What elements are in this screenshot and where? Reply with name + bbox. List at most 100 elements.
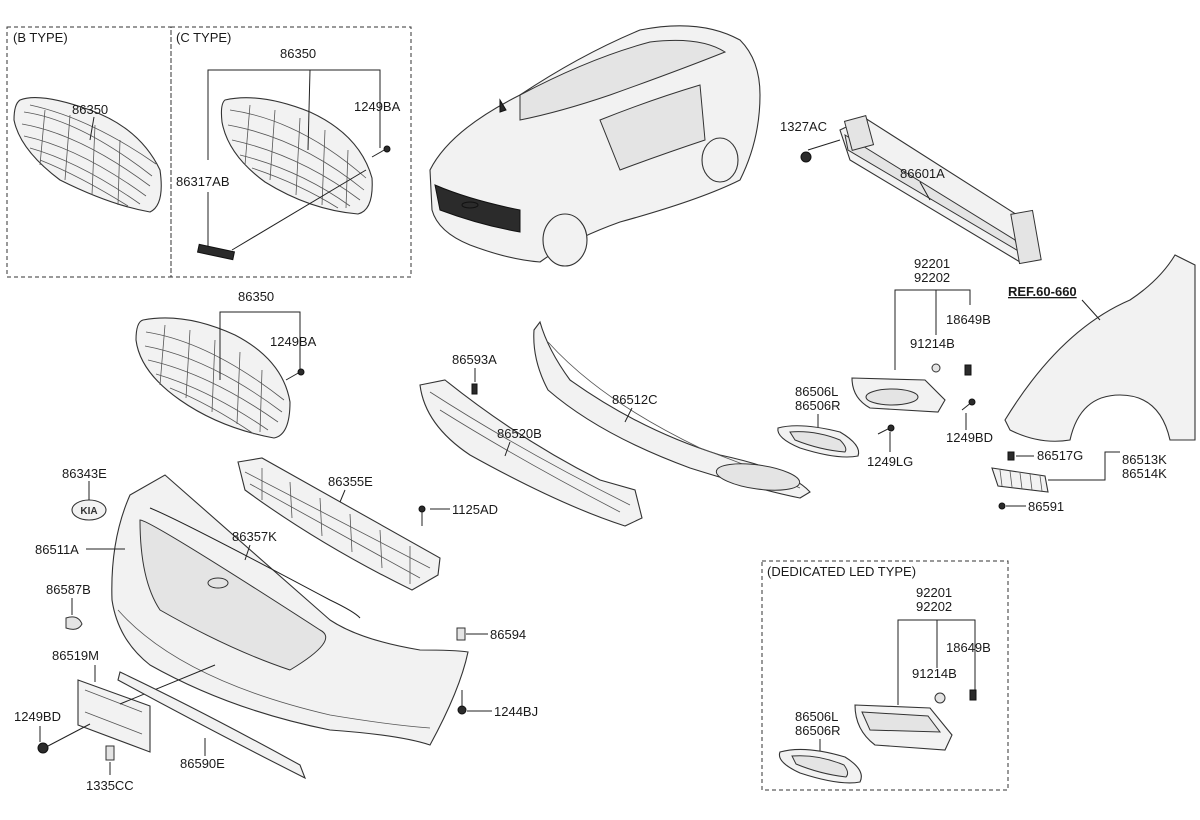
- led-type-title: (DEDICATED LED TYPE): [767, 564, 916, 579]
- socket-18649b-icon: [964, 364, 972, 376]
- label-86519m: 86519M: [52, 648, 99, 663]
- label-86357k: 86357K: [232, 529, 277, 544]
- front-bumper-86511a: [111, 474, 469, 746]
- emblem-86317ab-icon: [196, 243, 236, 261]
- c-type-box: (C TYPE): [170, 26, 412, 278]
- label-86350-b: 86350: [72, 102, 108, 117]
- label-86591: 86591: [1028, 499, 1064, 514]
- label-led-91214b: 91214B: [912, 666, 957, 681]
- label-1244bj: 1244BJ: [494, 704, 538, 719]
- leader-86601a: [919, 181, 931, 201]
- label-86590e: 86590E: [180, 756, 225, 771]
- bumper-cover-86355e: [237, 457, 441, 591]
- clip-86517g-icon: [1007, 451, 1015, 461]
- kia-logo-text: KIA: [80, 506, 97, 517]
- label-18649b: 18649B: [946, 312, 991, 327]
- led-type-box: (DEDICATED LED TYPE): [761, 560, 1009, 791]
- screw-1249lg-icon: [877, 424, 895, 435]
- label-1249lg: 1249LG: [867, 454, 913, 469]
- label-led-92201: 92201: [916, 585, 952, 600]
- label-86593a: 86593A: [452, 352, 497, 367]
- grille-main: [135, 317, 291, 439]
- bulb-91214b-icon: [931, 363, 941, 373]
- label-86343e: 86343E: [62, 466, 107, 481]
- label-86517g: 86517G: [1037, 448, 1083, 463]
- bolt-1244bj-icon: [457, 690, 467, 715]
- label-86513k: 86513K: [1122, 452, 1167, 467]
- nut-1335cc-icon: [105, 745, 115, 761]
- screw-1249bd-r-icon: [961, 398, 976, 411]
- label-led-86506l: 86506L: [795, 709, 838, 724]
- label-86601a: 86601A: [900, 166, 945, 181]
- led-socket-icon: [969, 689, 977, 701]
- leader-86355e: [339, 489, 346, 503]
- plate-bracket-86519m: [77, 679, 151, 753]
- label-86512c: 86512C: [612, 392, 658, 407]
- leader-86317ab-2: [231, 169, 367, 251]
- trim-86357k: [149, 507, 361, 619]
- label-1125ad: 1125AD: [452, 502, 498, 517]
- leader-86350-b: [89, 116, 95, 141]
- fender: [1004, 254, 1196, 442]
- clip-86593a-icon: [471, 383, 478, 395]
- label-91214b: 91214B: [910, 336, 955, 351]
- leader-86357k: [244, 544, 251, 561]
- c-type-title: (C TYPE): [176, 30, 231, 45]
- label-86520b: 86520B: [497, 426, 542, 441]
- leader-86520b: [504, 441, 511, 457]
- leader-plate-to-bumper: [119, 664, 216, 705]
- label-86511a: 86511A: [35, 542, 79, 557]
- bracket-86513k: [991, 467, 1049, 493]
- car-illustration: [429, 25, 761, 267]
- fog-lamp-92201: [851, 377, 946, 413]
- label-86506l: 86506L: [795, 384, 838, 399]
- label-1327ac: 1327AC: [780, 119, 827, 134]
- bezel-86506l: [777, 425, 860, 458]
- label-86594: 86594: [490, 627, 526, 642]
- b-type-title: (B TYPE): [13, 30, 68, 45]
- led-bulb-icon: [934, 692, 946, 704]
- label-92202: 92202: [914, 270, 950, 285]
- label-86506r: 86506R: [795, 398, 841, 413]
- leader-86350-main: [219, 311, 301, 380]
- label-1249bd-l: 1249BD: [14, 709, 61, 724]
- screw-86591-icon: [998, 502, 1006, 510]
- label-led-18649b: 18649B: [946, 640, 991, 655]
- led-bezel: [778, 748, 862, 784]
- bumper-beam-86601a: [839, 115, 1042, 265]
- leader-ref: [1081, 299, 1101, 321]
- label-ref-60-660: REF.60-660: [1008, 284, 1077, 299]
- label-1249ba-c: 1249BA: [354, 99, 401, 114]
- cap-86587b-icon: [65, 616, 83, 630]
- screw-1249ba-c-icon: [371, 145, 391, 158]
- leader-86512c: [624, 407, 633, 423]
- label-1335cc: 1335CC: [86, 778, 134, 793]
- label-1249bd-r: 1249BD: [946, 430, 993, 445]
- leader-1327ac: [807, 139, 841, 151]
- screw-1249ba-main-icon: [285, 368, 305, 381]
- grille-c-type: [220, 97, 373, 215]
- label-1249ba-main: 1249BA: [270, 334, 317, 349]
- label-86514k: 86514K: [1122, 466, 1167, 481]
- kia-emblem-86343e: KIA: [71, 499, 107, 521]
- label-92201: 92201: [914, 256, 950, 271]
- absorber-86520b: [419, 379, 643, 527]
- nut-1327ac-icon: [800, 151, 812, 163]
- label-86350-c: 86350: [280, 46, 316, 61]
- label-86587b: 86587B: [46, 582, 91, 597]
- led-fog-lamp: [854, 704, 953, 751]
- screw-1249bd-l-icon: [37, 723, 91, 754]
- label-led-92202: 92202: [916, 599, 952, 614]
- leader-led-92201: [897, 619, 976, 705]
- leader-86513k: [1048, 451, 1120, 481]
- leader-86350-c: [207, 69, 381, 160]
- label-86355e: 86355E: [328, 474, 373, 489]
- label-86350-main: 86350: [238, 289, 274, 304]
- grille-b-type: [13, 97, 162, 213]
- lower-grille-86512c: [533, 320, 811, 499]
- lip-spoiler-86590e: [117, 671, 307, 780]
- label-led-86506r: 86506R: [795, 723, 841, 738]
- leader-92201: [894, 289, 971, 370]
- label-86317ab: 86317AB: [176, 174, 230, 189]
